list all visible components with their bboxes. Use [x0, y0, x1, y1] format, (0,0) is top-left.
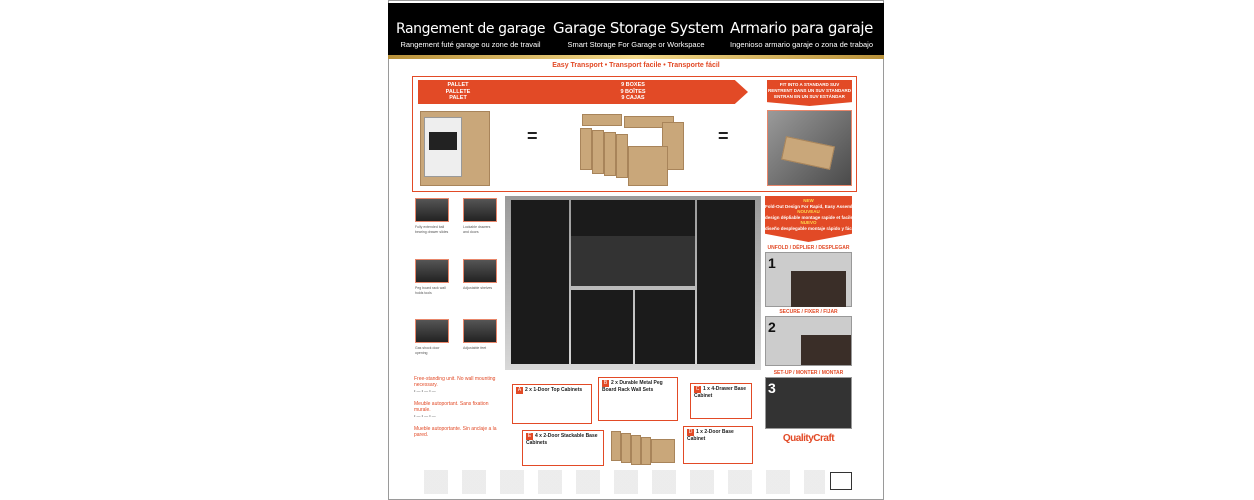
feature-es-heading: Mueble autoportante. Sin anclaje a la pa…	[414, 426, 497, 438]
badge-d: D	[687, 429, 694, 436]
pallet-fr: PALLETE	[445, 88, 471, 95]
new-fr-desc: design dépliable montage rapide et facil…	[765, 214, 854, 220]
step-1-number: 1	[768, 255, 776, 271]
new-en-desc: Fold-Out Design For Rapid, Easy Assembly	[765, 203, 858, 209]
cabinet-photo	[505, 196, 761, 370]
callout-b-title: 2 x Durable Metal Peg Board Rack Wall Se…	[602, 380, 663, 393]
title-en: Garage Storage System	[553, 19, 724, 37]
step-3-photo: 3	[765, 377, 852, 429]
boxes-es: 9 CAJAS	[621, 95, 645, 101]
badge-c: C	[694, 386, 701, 393]
header-band: Rangement de garage Rangement futé garag…	[388, 3, 884, 55]
barcode	[830, 472, 852, 490]
badge-e: E	[526, 433, 533, 440]
new-en: NEW	[803, 198, 814, 203]
suv-fr: RENTRENT DANS UN SUV STANDARD	[768, 88, 851, 93]
step-3-number: 3	[768, 380, 776, 396]
callout-a-title: 2 x 1-Door Top Cabinets	[525, 387, 583, 393]
callout-c-title: 1 x 4-Drawer Base Cabinet	[694, 386, 747, 399]
title-fr: Rangement de garage	[395, 21, 546, 37]
step-1-photo: 1	[765, 252, 852, 307]
suv-en: FIT INTO A STANDARD SUV	[779, 82, 840, 87]
feature-fr-heading: Meuble autoportant. Sans fixation murale…	[414, 401, 489, 413]
feature-thumbnails: Fully extended ball bearing drawer slide…	[414, 197, 500, 372]
gold-stripe	[388, 55, 884, 59]
suv-es: ENTRAN EN UN SUV ESTÁNDAR	[774, 94, 845, 99]
equals-sign: =	[527, 126, 538, 146]
step-3-label: SET-UP / MONTER / MONTAR	[773, 370, 844, 376]
pallet-image	[420, 111, 490, 186]
footer-fine-print	[410, 470, 825, 494]
step-2-number: 2	[768, 319, 776, 335]
step-2-photo: 2	[765, 316, 852, 366]
new-es-desc: diseño desplegable montaje rápido y fáci…	[765, 225, 855, 231]
title-es: Armario para garaje	[730, 19, 873, 37]
badge-b: B	[602, 380, 609, 387]
callout-e-title: 4 x 2-Door Stackable Base Cabinets	[526, 433, 598, 446]
subtitle-es: Ingenioso armario garaje o zona de traba…	[729, 40, 873, 49]
transport-box	[412, 76, 857, 192]
pallet-es: PALET	[449, 95, 467, 101]
feature-text: Free-standing unit. No wall mounting nec…	[414, 376, 504, 438]
badge-a: A	[516, 387, 523, 394]
step-2-label: SECURE / FIXER / FIJAR	[779, 309, 838, 315]
new-es: NUEVO	[800, 220, 817, 226]
subtitle-en: Smart Storage For Garage or Workspace	[567, 40, 705, 49]
step-1-label: UNFOLD / DÉPLIER / DESPLEGAR	[767, 245, 850, 251]
new-fr: NOUVEAU	[797, 209, 820, 215]
pallet-en: PALLET	[447, 82, 469, 88]
boxes-fr: 9 BOÎTES	[620, 88, 646, 95]
feature-en-heading: Free-standing unit. No wall mounting nec…	[414, 376, 496, 388]
stacked-boxes-image	[607, 425, 679, 465]
callout-d-title: 1 x 2-Door Base Cabinet	[687, 429, 734, 442]
suv-photo	[767, 110, 852, 186]
equals-sign-2: =	[718, 126, 729, 146]
brand-logo: QualityCraft	[782, 433, 835, 444]
boxes-en: 9 BOXES	[621, 82, 645, 88]
subtitle-fr: Rangement futé garage ou zone de travail	[400, 40, 541, 49]
tagline: Easy Transport • Transport facile • Tran…	[552, 62, 720, 69]
boxes-image	[580, 112, 688, 188]
